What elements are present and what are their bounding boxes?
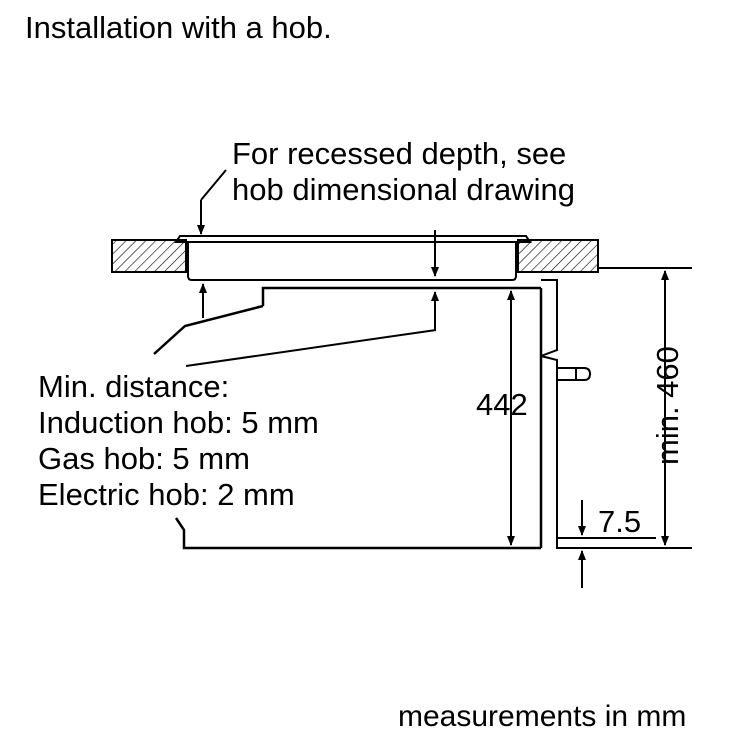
dim-442-label: 442	[476, 387, 528, 422]
recessed-depth-note-line-2: hob dimensional drawing	[232, 172, 575, 207]
diagram-title: Installation with a hob.	[25, 10, 332, 45]
min-distance-gas: Gas hob: 5 mm	[38, 441, 250, 476]
units-note: measurements in mm	[398, 700, 687, 733]
door-handle	[557, 367, 592, 381]
hob	[174, 235, 532, 281]
dim-7-5-label: 7.5	[598, 504, 642, 539]
dim-min-460-label: min. 460	[650, 346, 685, 465]
worktop-left	[111, 239, 187, 273]
min-distance-arrows	[185, 230, 439, 367]
recessed-depth-note-line-1: For recessed depth, see	[232, 136, 567, 171]
min-distance-electric: Electric hob: 2 mm	[38, 477, 295, 512]
dim-7-5-line	[556, 500, 656, 588]
worktop-right	[517, 239, 599, 273]
dim-460-line	[556, 267, 692, 549]
oven-door	[540, 279, 558, 548]
oven-body	[153, 286, 543, 550]
recessed-depth-leader	[197, 169, 227, 235]
min-distance-induction: Induction hob: 5 mm	[38, 405, 319, 440]
min-distance-heading: Min. distance:	[38, 369, 230, 404]
